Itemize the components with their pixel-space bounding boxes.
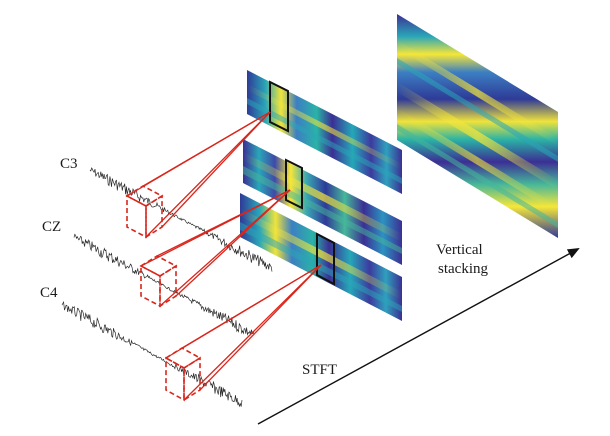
eeg-signal-c4: [61, 300, 243, 408]
process-arrow: [257, 248, 580, 425]
label-c4: C4: [40, 285, 58, 301]
stacked-spectrogram: [397, 14, 558, 238]
label-c3: C3: [60, 156, 78, 172]
label-vertical: Vertical: [436, 242, 483, 258]
signal-window-c4: [164, 347, 202, 402]
connector-lines-cz: [140, 189, 291, 307]
stft-window-c4: [316, 232, 335, 286]
label-stft: STFT: [302, 362, 337, 378]
spectrogram-c3: [247, 70, 402, 194]
connector-lines-c4: [165, 264, 322, 401]
connector-lines-c3: [126, 111, 271, 238]
eeg-signal-cz: [73, 233, 255, 336]
stft-window-c3: [269, 80, 289, 133]
label-cz: CZ: [42, 219, 61, 235]
label-stacking: stacking: [438, 261, 488, 277]
spectrogram-cz: [243, 139, 402, 265]
spectrogram-c4: [240, 193, 402, 321]
eeg-signal-c3: [89, 167, 273, 272]
stft-window-cz: [285, 158, 303, 210]
